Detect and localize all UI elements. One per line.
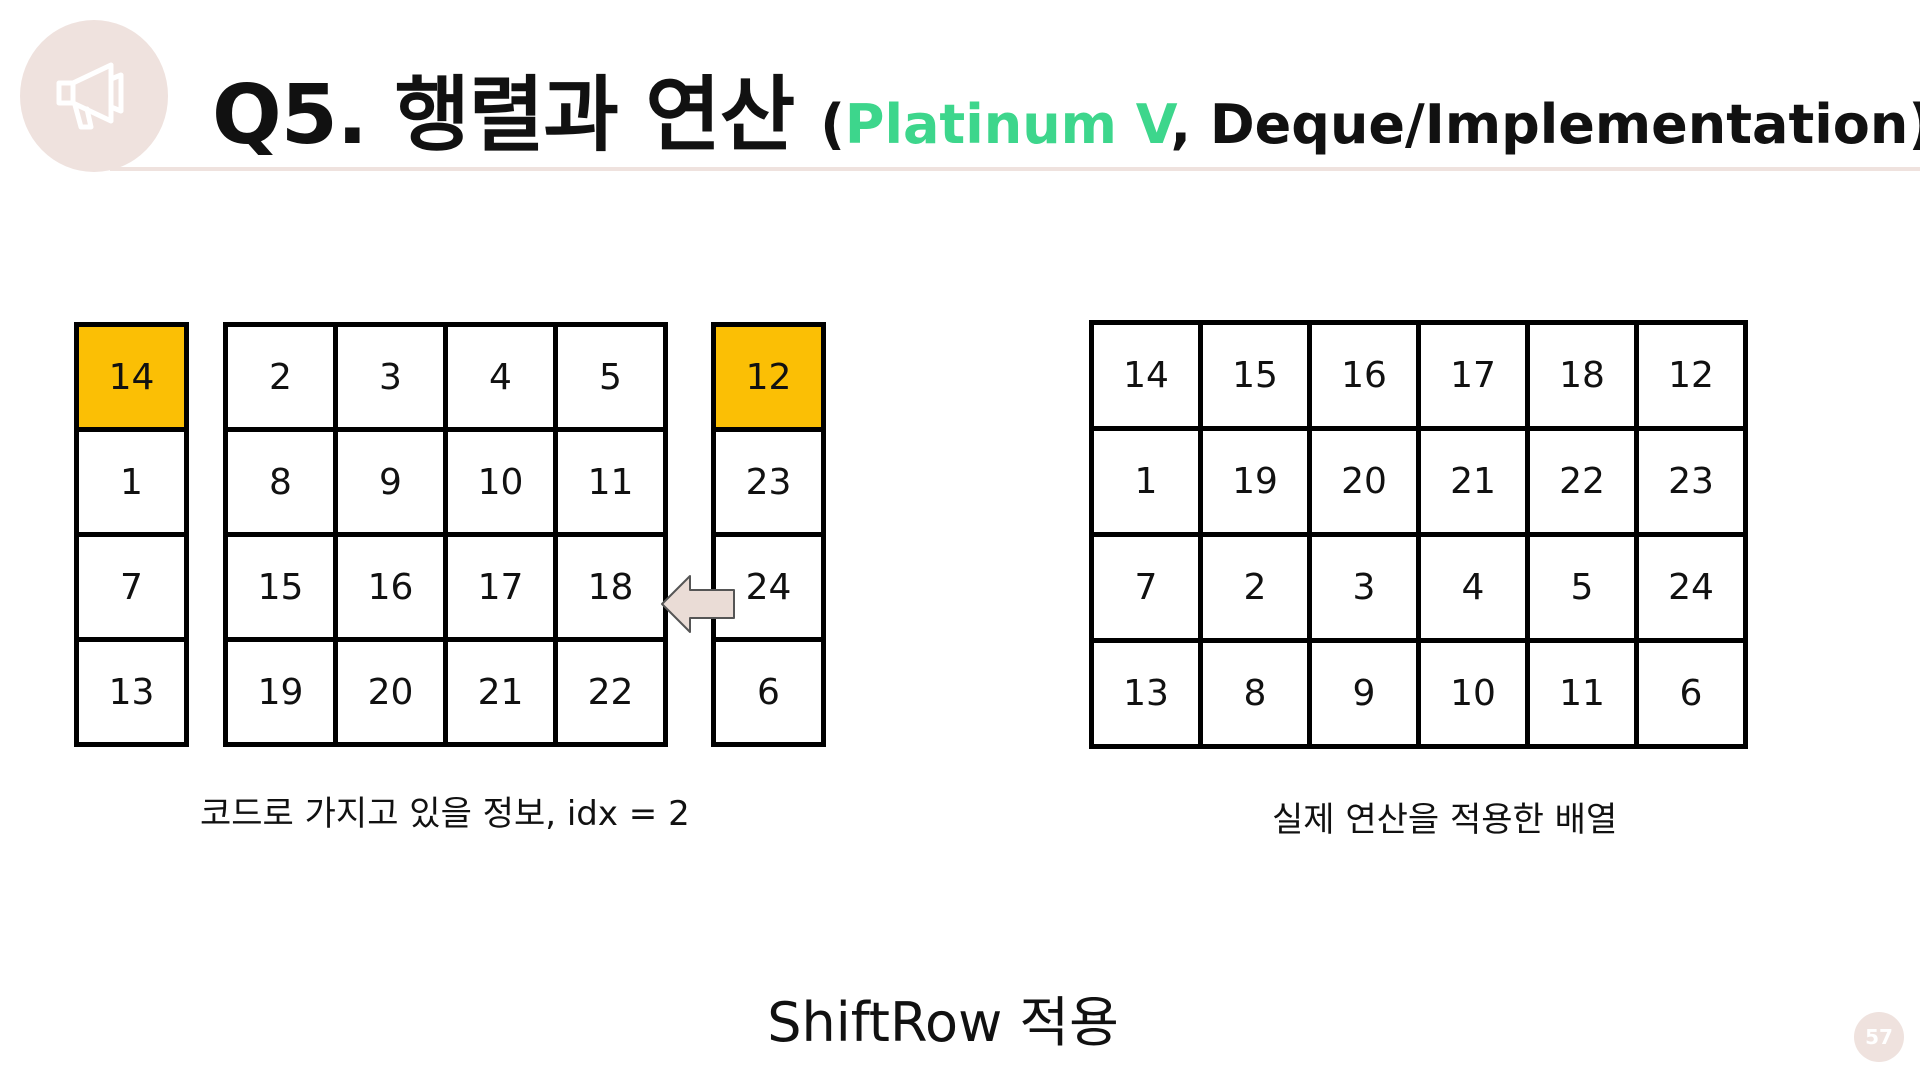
- grid-cell: 18: [1525, 320, 1639, 431]
- grid-cell: 14: [74, 322, 189, 432]
- grid-cell: 7: [1089, 532, 1203, 643]
- grid-cell: 8: [1198, 638, 1312, 749]
- shiftrow-label: ShiftRow 적용: [767, 991, 1119, 1054]
- title-open-paren: (: [820, 93, 845, 156]
- grid-cell: 1: [1089, 426, 1203, 537]
- grid-cell: 22: [1525, 426, 1639, 537]
- grid-cell: 10: [1416, 638, 1530, 749]
- middle-grid: 2 3 4 5 8 9 10 11 15 16 17 18 19 20 21 2…: [223, 322, 668, 747]
- grid-cell: 4: [1416, 532, 1530, 643]
- result-grid: 14 15 16 17 18 12 1 19 20 21 22 23 7 2 3…: [1089, 320, 1748, 749]
- grid-cell: 3: [333, 322, 448, 432]
- header-divider: [110, 167, 1920, 171]
- grid-cell: 13: [74, 637, 189, 747]
- grid-cell: 24: [711, 532, 826, 642]
- grid-cell: 21: [443, 637, 558, 747]
- grid-cell: 18: [553, 532, 668, 642]
- grid-cell: 15: [1198, 320, 1312, 431]
- grid-cell: 5: [553, 322, 668, 432]
- grid-cell: 14: [1089, 320, 1203, 431]
- title-level: Platinum V: [844, 93, 1171, 156]
- grid-cell: 5: [1525, 532, 1639, 643]
- grid-cell: 19: [1198, 426, 1312, 537]
- left-arrow-icon: [661, 575, 735, 633]
- grid-cell: 24: [1634, 532, 1748, 643]
- grid-cell: 21: [1416, 426, 1530, 537]
- right-caption: 실제 연산을 적용한 배열: [1272, 800, 1618, 840]
- grid-cell: 12: [1634, 320, 1748, 431]
- megaphone-icon: [56, 62, 124, 130]
- grid-cell: 1: [74, 427, 189, 537]
- grid-cell: 8: [223, 427, 338, 537]
- grid-cell: 3: [1307, 532, 1421, 643]
- title-categories: , Deque/Implementation): [1170, 93, 1920, 156]
- left-column-grid: 14 1 7 13: [74, 322, 189, 747]
- page-number-badge: 57: [1854, 1012, 1904, 1062]
- grid-cell: 23: [711, 427, 826, 537]
- grid-cell: 12: [711, 322, 826, 432]
- grid-cell: 17: [443, 532, 558, 642]
- grid-cell: 20: [333, 637, 448, 747]
- title-main: Q5. 행렬과 연산: [212, 68, 795, 163]
- grid-cell: 22: [553, 637, 668, 747]
- grid-cell: 20: [1307, 426, 1421, 537]
- grid-cell: 7: [74, 532, 189, 642]
- grid-cell: 9: [333, 427, 448, 537]
- grid-cell: 9: [1307, 638, 1421, 749]
- header-icon-circle: [20, 20, 168, 172]
- grid-cell: 15: [223, 532, 338, 642]
- page-title: Q5. 행렬과 연산 (Platinum V, Deque/Implementa…: [212, 48, 1920, 167]
- grid-cell: 13: [1089, 638, 1203, 749]
- grid-cell: 6: [711, 637, 826, 747]
- title-subtitle: (Platinum V, Deque/Implementation): [820, 93, 1920, 156]
- grid-cell: 11: [1525, 638, 1639, 749]
- grid-cell: 6: [1634, 638, 1748, 749]
- grid-cell: 11: [553, 427, 668, 537]
- grid-cell: 19: [223, 637, 338, 747]
- left-caption: 코드로 가지고 있을 정보, idx = 2: [200, 794, 690, 834]
- grid-cell: 23: [1634, 426, 1748, 537]
- grid-cell: 16: [1307, 320, 1421, 431]
- grid-cell: 16: [333, 532, 448, 642]
- right-column-grid: 12 23 24 6: [711, 322, 826, 747]
- grid-cell: 17: [1416, 320, 1530, 431]
- grid-cell: 4: [443, 322, 558, 432]
- grid-cell: 10: [443, 427, 558, 537]
- grid-cell: 2: [223, 322, 338, 432]
- grid-cell: 2: [1198, 532, 1312, 643]
